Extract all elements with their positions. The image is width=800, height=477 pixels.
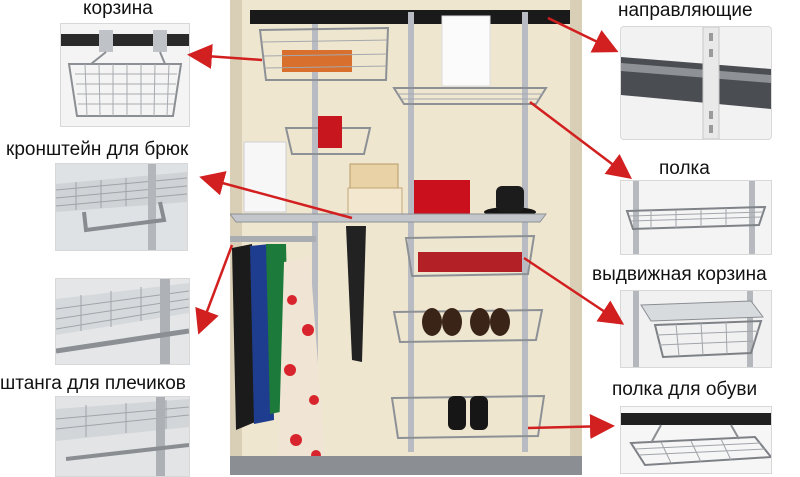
label-trouser-bracket: кронштейн для брюк (6, 139, 189, 160)
shoe-shelf-thumbnail (620, 406, 772, 474)
label-basket: корзина (83, 0, 153, 19)
hanger-rod-thumbnail-2 (55, 396, 190, 477)
label-hanger-rod: штанга для плечиков (0, 373, 186, 394)
basket-thumbnail (60, 23, 190, 127)
rails-thumbnail (620, 26, 772, 140)
wardrobe-photo (230, 0, 582, 475)
hanger-rod-thumbnail (55, 278, 190, 365)
label-pullout-basket: выдвижная корзина (592, 264, 767, 285)
label-shelf: полка (659, 158, 710, 179)
trouser-bracket-thumbnail (55, 163, 188, 251)
shelf-thumbnail (620, 180, 772, 255)
arrow-hanger-rod (195, 244, 234, 335)
label-shoe-shelf: полка для обуви (612, 379, 758, 400)
pullout-basket-thumbnail (620, 290, 772, 368)
label-rails: направляющие (618, 0, 753, 21)
